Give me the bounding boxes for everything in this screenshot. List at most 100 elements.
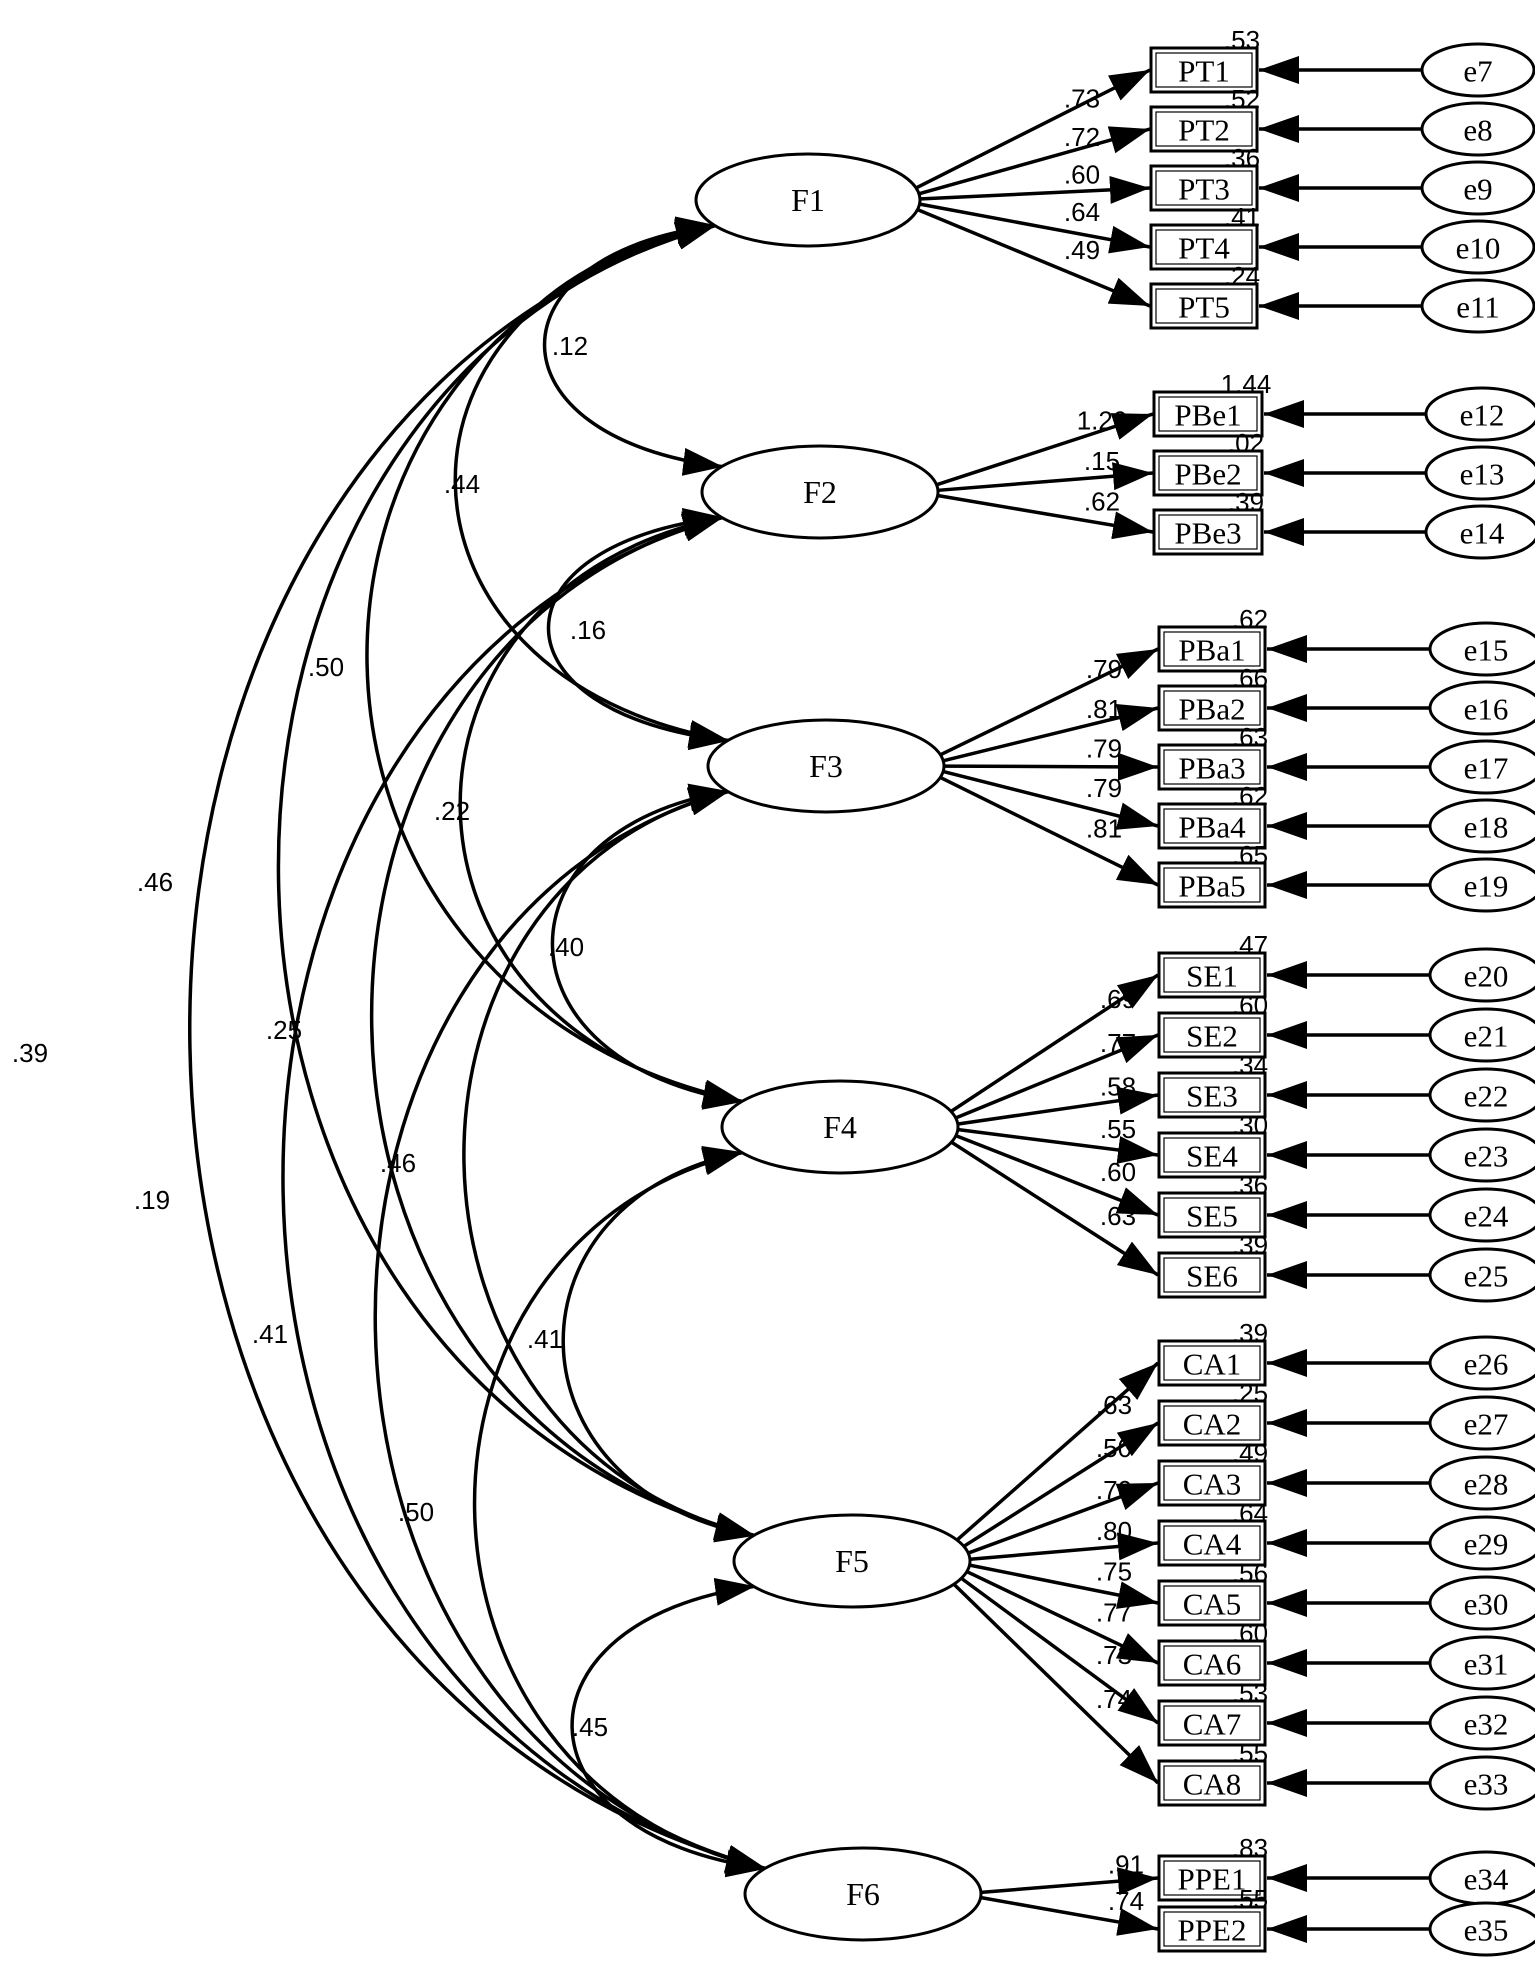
- error-ellipse-e32: [1428, 1695, 1535, 1751]
- loading-value-se4: .55: [1100, 1114, 1136, 1144]
- correlation-value-f2-f5: .25: [266, 1015, 302, 1045]
- indicator-box-inner-se2: [1163, 1017, 1261, 1053]
- factor-f5: F5: [732, 1513, 972, 1609]
- error-ellipse-e9: [1420, 160, 1535, 216]
- loading-path-pba3: [942, 752, 1159, 781]
- indicator-box-se5: [1157, 1191, 1267, 1239]
- indicator-box-se2: [1157, 1011, 1267, 1059]
- error-e30: e30: [1428, 1575, 1535, 1631]
- loading-value-ca3: .70: [1096, 1475, 1132, 1505]
- error-e11: e11: [1420, 278, 1535, 334]
- indicator-box-ca5: [1157, 1579, 1267, 1627]
- correlation-value-f5-f6: .45: [572, 1712, 608, 1742]
- error-ellipse-e26: [1428, 1335, 1535, 1391]
- coefficient-layer: .73.53.72.52.60.36.64.41.49.241.201.44.1…: [12, 25, 1271, 1916]
- r2-value-pba1: .62: [1232, 604, 1268, 634]
- r2-value-se1: .47: [1232, 930, 1268, 960]
- loading-path-pba1: [935, 647, 1159, 759]
- indicator-label-pt5: PT5: [1178, 290, 1230, 325]
- loading-value-pbe1: 1.20: [1077, 406, 1128, 436]
- r2-value-ppe1: .83: [1232, 1833, 1268, 1863]
- factor-label-f1: F1: [791, 182, 825, 218]
- correlation-curve-f4-f6: [472, 1147, 767, 1874]
- error-ellipse-e29: [1428, 1515, 1535, 1571]
- factor-f3: F3: [706, 718, 946, 814]
- correlation-curve-f1-f5: [276, 222, 756, 1540]
- loading-value-pt3: .60: [1064, 159, 1100, 189]
- loading-value-ca4: .80: [1096, 1516, 1132, 1546]
- indicator-box-inner-ca8: [1163, 1765, 1261, 1801]
- indicator-box-ppe2: [1157, 1905, 1267, 1953]
- error-ellipse-e20: [1428, 947, 1535, 1003]
- error-label-e21: e21: [1464, 1019, 1509, 1054]
- loading-path-pba2: [940, 703, 1159, 763]
- error-ellipse-e21: [1428, 1007, 1535, 1063]
- correlation-value-f4-f6: .50: [398, 1497, 434, 1527]
- loading-path-pbe3: [935, 493, 1154, 540]
- error-e34: e34: [1428, 1850, 1535, 1906]
- indicator-box-inner-pba4: [1163, 808, 1261, 844]
- error-label-e15: e15: [1464, 633, 1509, 668]
- error-ellipse-e31: [1428, 1635, 1535, 1691]
- correlation-curve-f2-f6: [281, 514, 767, 1873]
- indicator-box-inner-ca5: [1163, 1585, 1261, 1621]
- error-e15: e15: [1428, 621, 1535, 677]
- loading-path-se5: [951, 1132, 1159, 1217]
- indicator-box-inner-ca7: [1163, 1705, 1261, 1741]
- factor-label-f3: F3: [809, 748, 843, 784]
- r2-value-ca2: .25: [1232, 1378, 1268, 1408]
- indicator-pt2: PT2: [1149, 105, 1259, 153]
- indicator-box-inner-pbe3: [1158, 514, 1258, 550]
- indicator-box-ca2: [1157, 1399, 1267, 1447]
- error-e21: e21: [1428, 1007, 1535, 1063]
- factor-f6: F6: [743, 1846, 983, 1942]
- factor-label-f6: F6: [846, 1876, 880, 1912]
- error-e14: e14: [1424, 504, 1535, 560]
- error-label-e27: e27: [1464, 1407, 1509, 1442]
- loading-path-ca8: [945, 1575, 1160, 1785]
- loading-path-pt5: [913, 206, 1151, 308]
- factor-ellipse-f3: [706, 718, 946, 814]
- error-label-e24: e24: [1464, 1199, 1509, 1234]
- indicator-label-pba2: PBa2: [1178, 692, 1245, 727]
- indicator-label-ca2: CA2: [1183, 1407, 1242, 1442]
- error-e24: e24: [1428, 1187, 1535, 1243]
- r2-value-ca7: .53: [1232, 1678, 1268, 1708]
- error-e28: e28: [1428, 1455, 1535, 1511]
- indicator-pt3: PT3: [1149, 164, 1259, 212]
- r2-value-pbe1: 1.44: [1221, 369, 1272, 399]
- indicator-box-inner-ca2: [1163, 1405, 1261, 1441]
- correlation-value-f1-f6: .39: [12, 1038, 48, 1068]
- indicator-box-inner-pt2: [1155, 111, 1253, 147]
- error-label-e12: e12: [1460, 398, 1505, 433]
- indicator-label-ppe2: PPE2: [1178, 1913, 1247, 1948]
- loading-value-ppe1: .91: [1108, 1850, 1144, 1880]
- error-e10: e10: [1420, 219, 1535, 275]
- error-label-e35: e35: [1464, 1913, 1509, 1948]
- indicator-ca5: CA5: [1157, 1579, 1267, 1627]
- indicator-box-pbe3: [1152, 508, 1264, 556]
- indicator-label-pbe3: PBe3: [1174, 516, 1241, 551]
- loading-value-se2: .77: [1100, 1028, 1136, 1058]
- loading-path-pbe1: [933, 412, 1154, 488]
- error-e23: e23: [1428, 1127, 1535, 1183]
- indicator-box-inner-ppe1: [1163, 1860, 1261, 1896]
- correlation-curve-f1-f2: [542, 216, 724, 476]
- indicator-ca4: CA4: [1157, 1519, 1267, 1567]
- indicator-box-inner-pba5: [1163, 867, 1261, 903]
- indicator-pt1: PT1: [1149, 46, 1259, 94]
- loading-value-pbe3: .62: [1084, 486, 1120, 516]
- indicator-box-se4: [1157, 1131, 1267, 1179]
- indicator-ca2: CA2: [1157, 1399, 1267, 1447]
- loading-value-se6: .63: [1100, 1201, 1136, 1231]
- loading-value-pba4: .79: [1086, 773, 1122, 803]
- loading-path-pt2: [916, 126, 1151, 197]
- indicator-box-inner-ca3: [1163, 1465, 1261, 1501]
- r2-value-ppe2: .55: [1232, 1884, 1268, 1914]
- loading-path-pt3: [918, 175, 1151, 204]
- error-label-e13: e13: [1460, 457, 1505, 492]
- indicator-box-se1: [1157, 951, 1267, 999]
- indicator-label-se3: SE3: [1186, 1079, 1238, 1114]
- r2-value-ca3: .49: [1232, 1438, 1268, 1468]
